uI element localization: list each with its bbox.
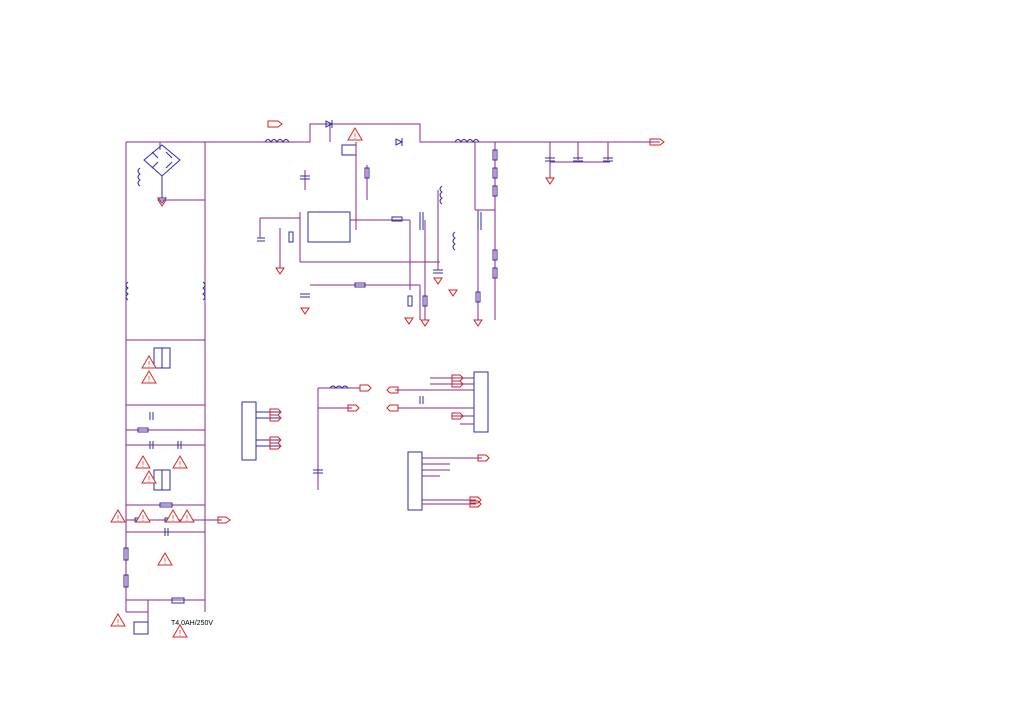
warning-triangle-icon: ! [172, 624, 188, 638]
svg-text:!: ! [117, 514, 119, 523]
svg-text:!: ! [186, 514, 188, 523]
warning-triangle-icon: ! [110, 613, 126, 627]
warning-triangle-icon: ! [135, 509, 151, 523]
svg-text:!: ! [142, 460, 144, 469]
warning-triangle-icon: ! [165, 509, 181, 523]
ground-symbols [157, 177, 555, 327]
fuse-rating-label: T4.0AH/250V [171, 620, 213, 627]
svg-text:!: ! [179, 460, 181, 469]
svg-text:!: ! [179, 629, 181, 638]
svg-text:!: ! [354, 132, 356, 141]
controller-section [137, 120, 665, 320]
emi-filter [123, 281, 231, 635]
warning-triangle-icon: ! [141, 470, 157, 484]
svg-text:!: ! [148, 375, 150, 384]
warning-triangle-icon: ! [157, 552, 173, 566]
warning-triangle-icon: ! [141, 370, 157, 384]
warning-triangle-icon: ! [135, 455, 151, 469]
warning-triangle-icon: ! [110, 509, 126, 523]
svg-text:!: ! [117, 618, 119, 627]
warning-triangle-icon: ! [179, 509, 195, 523]
svg-text:!: ! [148, 360, 150, 369]
warning-triangle-icon: ! [141, 355, 157, 369]
svg-text:!: ! [172, 514, 174, 523]
main-power-bus [125, 123, 660, 613]
svg-text:!: ! [142, 514, 144, 523]
bridge-rectifier [143, 144, 181, 204]
connector-left [241, 384, 372, 490]
connector-right [386, 371, 490, 511]
warning-triangle-icons: ! ! ! ! ! ! ! ! ! ! ! ! ! [110, 127, 363, 638]
svg-text:!: ! [164, 557, 166, 566]
svg-text:!: ! [148, 475, 150, 484]
warning-triangle-icon: ! [172, 455, 188, 469]
warning-triangle-icon: ! [347, 127, 363, 141]
